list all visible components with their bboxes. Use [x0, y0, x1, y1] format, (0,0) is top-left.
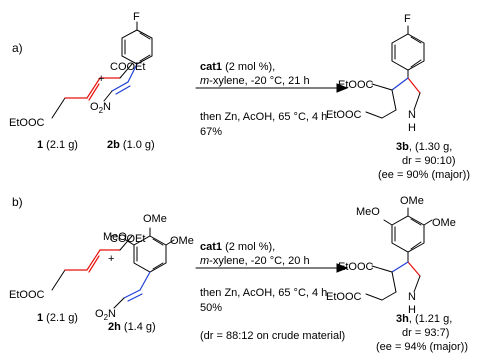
solvent-prefix-a: m [200, 75, 209, 87]
reactant-2h-nitro-o: O [95, 308, 104, 320]
product-3b-nh-h: H [408, 122, 416, 134]
conditions-a-step2: then Zn, AcOH, 65 °C, 4 h [200, 111, 327, 123]
product-3h-amount: , (1.21 g, [409, 313, 452, 325]
conditions-b-line1: cat1 (2 mol %), [200, 241, 275, 253]
reactant-2b-nitro-sub: 2 [99, 106, 104, 115]
reactant-2b-nitro: O2N [90, 101, 111, 115]
reactant-2b-fluoro: F [133, 11, 140, 23]
catalyst-loading-a: (2 mol %), [222, 61, 275, 73]
reactant-2h-id: 2h [108, 321, 121, 333]
product-3h-caption: 3h, (1.21 g, [396, 313, 452, 325]
reactant-1-caption-b: 1 (2.1 g) [37, 312, 78, 324]
product-3h-dr: dr = 93:7) [402, 327, 449, 339]
catalyst-b: cat1 [200, 241, 222, 253]
product-3b-ester2: EtOOC [326, 109, 362, 121]
reactant-1-amount-b: (2.1 g) [43, 312, 78, 324]
product-3h-ester1: EtOOC [338, 261, 374, 273]
reactant-2b-caption: 2b (1.0 g) [107, 139, 155, 151]
product-3h-nh-h: H [408, 304, 416, 316]
reactant-2h-ome-top: OMe [143, 213, 167, 225]
reactant-1-id-a: 1 [37, 139, 43, 151]
conditions-b-yield: 50% [200, 302, 222, 314]
product-3h-ome-top: OMe [400, 195, 424, 207]
product-3b-fluoro: F [404, 13, 411, 25]
conditions-a-yield: 67% [200, 126, 222, 138]
product-3b-dr: dr = 90:10) [402, 155, 456, 167]
reactant-2b-nitro-n: N [103, 101, 111, 113]
product-3h-id: 3h [396, 313, 409, 325]
reactant-2h-ome-right: OMe [170, 235, 194, 247]
product-3b-nh-n: N [408, 109, 416, 121]
reactant-2h-amount: (1.4 g) [121, 321, 156, 333]
product-3h-meo: MeO [356, 206, 380, 218]
product-3h-ee: (ee = 94% (major)) [376, 341, 468, 353]
conditions-a-line1: cat1 (2 mol %), [200, 61, 275, 73]
product-3h-skeleton [365, 207, 433, 301]
reactant-1-skeleton-b [51, 235, 133, 291]
reactant-1-ester-top-a: COOEt [110, 61, 145, 73]
reactant-2h-caption: 2h (1.4 g) [108, 321, 156, 333]
plus-sign-a: + [98, 73, 104, 85]
reactant-2b-nitro-o: O [90, 101, 99, 113]
catalyst-loading-b: (2 mol %), [222, 241, 275, 253]
catalyst-a: cat1 [200, 61, 222, 73]
product-3b-ester1: EtOOC [338, 79, 374, 91]
product-3b-caption: 3b, (1.30 g, [396, 141, 452, 153]
reactant-1-caption-a: 1 (2.1 g) [37, 139, 78, 151]
reactant-1-ester-bottom-a: EtOOC [9, 117, 45, 129]
product-3b-id: 3b [396, 141, 409, 153]
conditions-b-crude-dr: (dr = 88:12 on crude material) [200, 330, 345, 342]
reactant-2h-nitro-sub: 2 [104, 313, 109, 322]
conditions-a-line2: m-xylene, -20 °C, 21 h [200, 75, 310, 87]
reaction-arrow-b [195, 263, 349, 273]
reactant-1-ester-bottom-b: EtOOC [9, 289, 45, 301]
solvent-prefix-b: m [200, 255, 209, 267]
reactant-2b-id: 2b [107, 139, 120, 151]
reactant-2b-amount: (1.0 g) [120, 139, 155, 151]
reaction-arrow-a [195, 83, 349, 93]
reactant-1-id-b: 1 [37, 312, 43, 324]
product-3b-ee: (ee = 90% (major)) [378, 169, 470, 181]
reactant-2h-nitro-n: N [108, 308, 116, 320]
plus-sign-b: + [108, 253, 114, 265]
panel-label-b: b) [12, 195, 23, 209]
product-3b-skeleton [365, 25, 425, 119]
reactant-2h-skeleton [113, 227, 175, 309]
conditions-b-line2: m-xylene, -20 °C, 20 h [200, 255, 310, 267]
reactant-1-ester-top-b: COOEt [110, 233, 145, 245]
product-3h-ester2: EtOOC [326, 291, 362, 303]
reactant-2h-meo: MeO [103, 231, 127, 243]
solvent-rest-b: -xylene, -20 °C, 20 h [209, 255, 309, 267]
reactant-2b-skeleton [103, 21, 153, 102]
reactant-1-skeleton-a [51, 63, 133, 119]
panel-label-a: a) [12, 41, 23, 55]
product-3b-amount: , (1.30 g, [409, 141, 452, 153]
conditions-b-step2: then Zn, AcOH, 65 °C, 4 h [200, 287, 327, 299]
reactant-2h-nitro: O2N [95, 308, 116, 322]
reactant-1-amount-a: (2.1 g) [43, 139, 78, 151]
product-3h-ome-right: OMe [432, 217, 456, 229]
product-3h-nh-n: N [408, 291, 416, 303]
solvent-rest-a: -xylene, -20 °C, 21 h [209, 75, 309, 87]
